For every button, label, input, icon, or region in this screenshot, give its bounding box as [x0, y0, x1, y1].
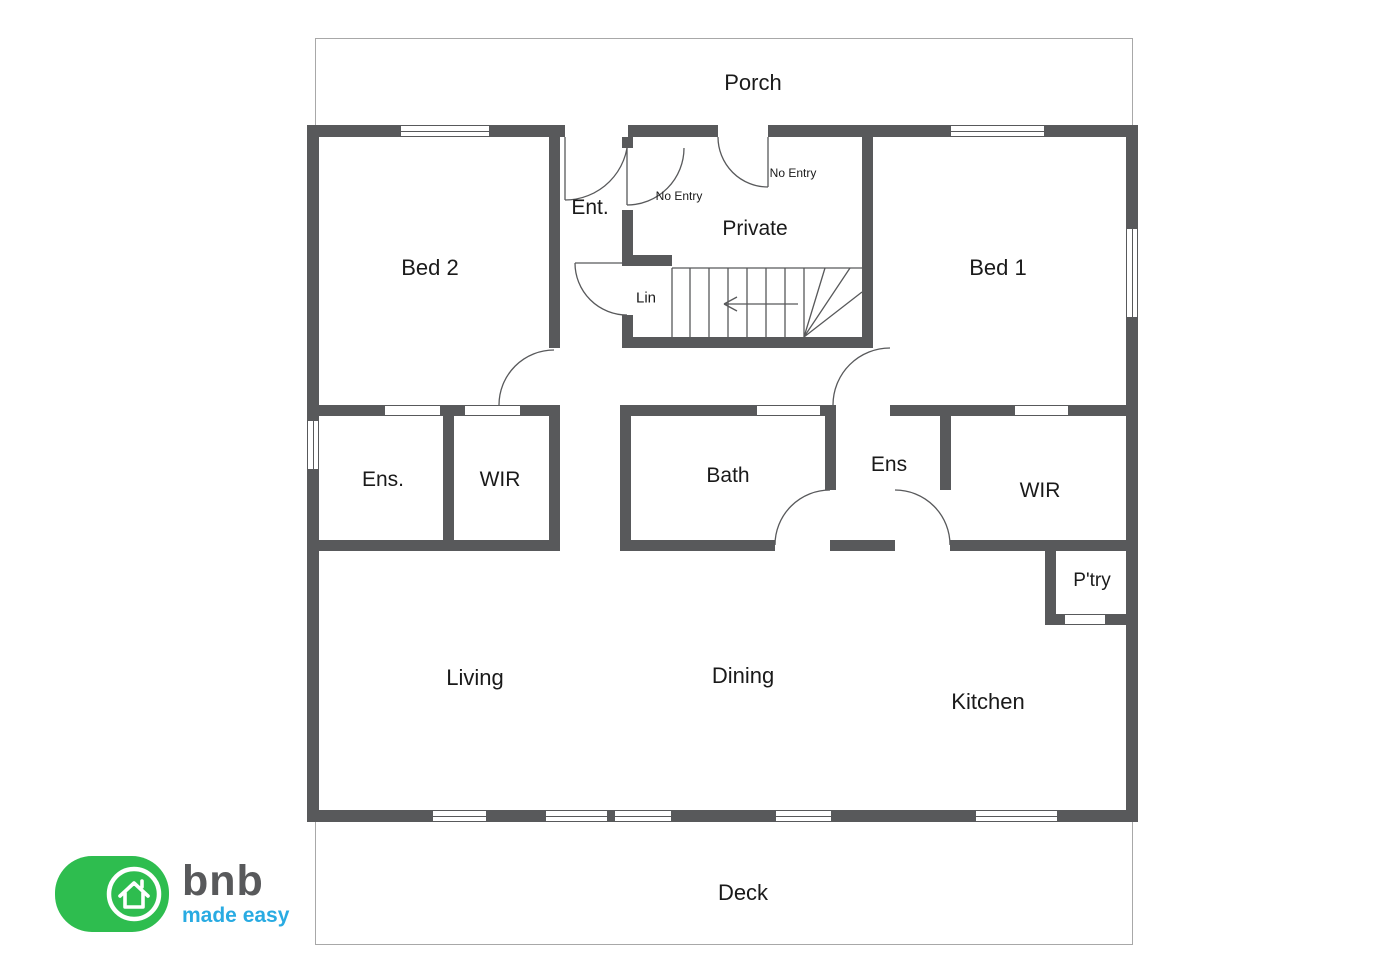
doorway-opening	[385, 405, 440, 416]
wall-segment	[768, 125, 950, 137]
wall-segment	[1045, 551, 1056, 625]
room-label-bed1: Bed 1	[969, 255, 1027, 280]
wall-segment	[1105, 614, 1126, 625]
wall-segment	[622, 255, 672, 266]
wall-segment	[319, 405, 385, 416]
doorway-opening	[1015, 405, 1068, 416]
wall-segment	[1126, 318, 1138, 822]
wall-segment	[487, 810, 545, 822]
wall-segment	[520, 405, 549, 416]
room-label-kitchen: Kitchen	[951, 689, 1025, 714]
window-pane-line	[976, 815, 1057, 817]
logo-circle	[106, 866, 162, 922]
room-label-private: Private	[722, 217, 788, 240]
window	[400, 125, 490, 137]
room-label-ensuite2: Ens.	[361, 468, 405, 491]
room-label-porch: Porch	[724, 70, 782, 95]
window-pane-line	[433, 815, 486, 817]
window	[1126, 228, 1138, 318]
window	[950, 125, 1045, 137]
brand-logo: bnb made easy	[55, 854, 289, 934]
brand-name: bnb	[182, 857, 264, 906]
logo-green-blob	[55, 856, 169, 932]
logo-text: bnb made easy	[182, 857, 290, 928]
wall-segment	[622, 337, 873, 348]
wall-segment	[620, 540, 775, 551]
wall-segment	[825, 416, 836, 490]
room-label-wir2: WIR	[479, 468, 521, 491]
wall-segment	[820, 405, 836, 416]
room-label-dining: Dining	[711, 663, 775, 688]
wall-segment	[628, 125, 718, 137]
porch-deck-outline	[315, 38, 1133, 945]
wall-segment	[620, 416, 631, 551]
logo-mark	[55, 856, 169, 932]
wall-segment	[440, 405, 465, 416]
room-label-living: Living	[446, 665, 504, 690]
room-label-ensuite1: Ens	[870, 453, 908, 476]
window-pane-line	[615, 815, 671, 817]
window	[545, 810, 608, 822]
window	[614, 810, 672, 822]
wall-segment	[622, 315, 633, 348]
wall-segment	[940, 416, 951, 490]
wall-segment	[1045, 125, 1138, 137]
wall-segment	[622, 137, 633, 148]
wall-segment	[490, 125, 565, 137]
window	[975, 810, 1058, 822]
wall-segment	[832, 810, 975, 822]
wall-segment	[307, 125, 400, 137]
window-pane-line	[1131, 229, 1133, 317]
window-pane-line	[776, 815, 831, 817]
wall-segment	[862, 137, 873, 348]
wall-segment	[1126, 125, 1138, 228]
window	[432, 810, 487, 822]
wall-segment	[443, 416, 454, 540]
no-entry-label-right: No Entry	[769, 166, 817, 180]
window	[307, 420, 319, 470]
wall-segment	[672, 810, 775, 822]
brand-tagline: made easy	[182, 904, 290, 928]
wall-segment	[622, 210, 633, 255]
house-icon	[118, 879, 150, 909]
window-pane-line	[312, 421, 314, 469]
wall-segment	[1058, 810, 1138, 822]
wall-segment	[1045, 614, 1065, 625]
no-entry-label-left: No Entry	[655, 189, 703, 203]
wall-segment	[549, 137, 560, 348]
window-pane-line	[546, 815, 607, 817]
wall-segment	[608, 810, 614, 822]
doorway-opening	[465, 405, 520, 416]
wall-segment	[307, 810, 432, 822]
doorway-opening	[1065, 614, 1105, 625]
window-pane-line	[401, 130, 489, 132]
wall-segment	[1068, 405, 1126, 416]
wall-segment	[549, 405, 560, 551]
wall-segment	[620, 405, 757, 416]
room-label-bath: Bath	[706, 464, 750, 487]
wall-segment	[830, 540, 895, 551]
wall-segment	[890, 405, 1015, 416]
room-label-deck: Deck	[717, 880, 769, 905]
wall-segment	[950, 540, 1126, 551]
doorway-opening	[757, 405, 820, 416]
room-label-entry: Ent.	[571, 196, 609, 219]
window-pane-line	[951, 130, 1044, 132]
wall-segment	[307, 470, 319, 822]
wall-segment	[319, 540, 560, 551]
room-label-wir1: WIR	[1019, 479, 1061, 502]
room-label-bed2: Bed 2	[401, 255, 459, 280]
wall-segment	[307, 125, 319, 420]
room-label-linen: Lin	[635, 289, 657, 307]
window	[775, 810, 832, 822]
room-label-pantry: P'try	[1073, 570, 1111, 591]
